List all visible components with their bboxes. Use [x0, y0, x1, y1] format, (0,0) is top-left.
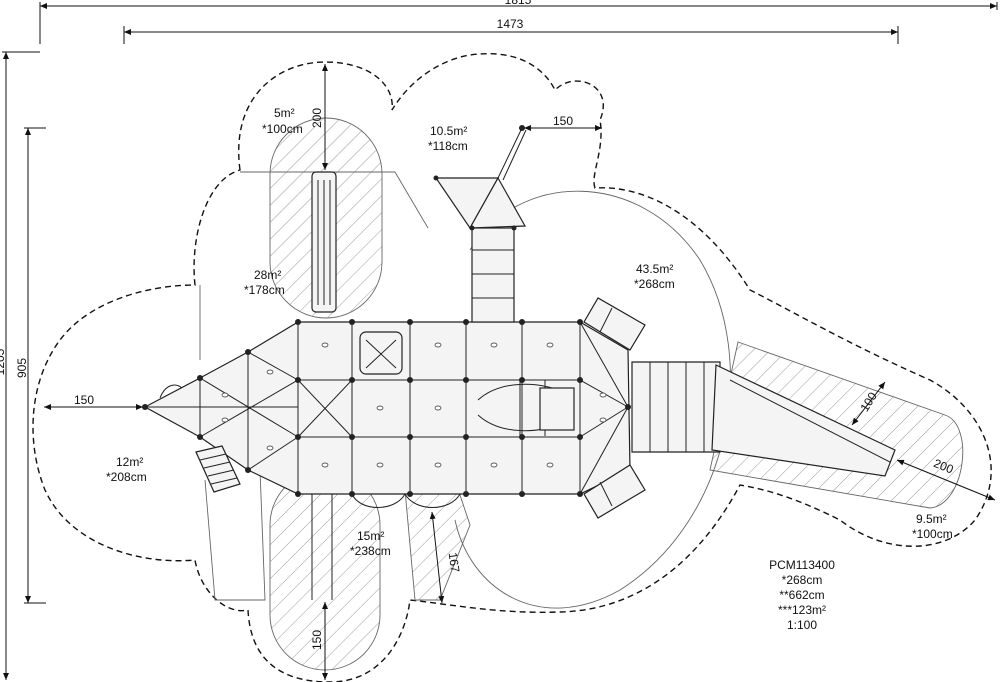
area-3-height: *178cm — [244, 283, 285, 297]
product-height: *268cm — [782, 573, 823, 587]
dimension-left-clearance: 150 — [44, 393, 143, 410]
product-info-block: PCM113400 *268cm **662cm ***123m² 1:100 — [769, 558, 835, 632]
drawing-scale: 1:100 — [787, 618, 817, 632]
dimension-overall-width: 1815 — [39, 0, 998, 44]
left-clearance-label: 150 — [74, 393, 94, 407]
deck-panel-grid — [145, 321, 629, 495]
area-4-size: 43.5m² — [636, 262, 673, 276]
area-2-size: 10.5m² — [430, 124, 467, 138]
dimension-overall-height: 1205 — [0, 51, 40, 680]
product-length: **662cm — [779, 588, 824, 602]
inner-height-label: 905 — [15, 358, 29, 378]
dimension-step-clearance: 167 — [429, 511, 463, 604]
area-1-size: 5m² — [274, 106, 295, 120]
area-label-2: 10.5m² *118cm — [428, 124, 468, 153]
net-platform — [539, 387, 575, 431]
dimension-inner-width: 1473 — [123, 17, 899, 44]
dimension-climber-clearance: 150 — [524, 114, 602, 131]
fall-zone-steps — [404, 479, 471, 601]
area-label-1: 5m² *100cm — [262, 106, 303, 136]
side-box-bottom — [583, 464, 646, 519]
area-5-size: 12m² — [116, 455, 143, 469]
area-4-height: *268cm — [634, 277, 675, 291]
play-structure — [142, 125, 896, 600]
step-clearance-label: 167 — [446, 552, 463, 574]
overall-width-label: 1815 — [505, 0, 532, 7]
fall-zone-guide-tower — [394, 171, 429, 229]
stairs — [195, 445, 241, 493]
climber-pole — [497, 127, 523, 179]
area-6-size: 15m² — [357, 529, 384, 543]
rope-net — [477, 378, 571, 438]
nose-rail — [159, 384, 183, 399]
area-label-6: 15m² *238cm — [350, 529, 391, 558]
fall-zone-stairs — [204, 469, 266, 601]
step-arches — [351, 492, 461, 508]
area-3-size: 28m² — [254, 268, 281, 282]
product-area: ***123m² — [778, 603, 826, 617]
panel-holes — [221, 342, 607, 468]
bottom-clearance-label: 150 — [310, 630, 324, 650]
tower-ladder — [471, 227, 515, 323]
tower-roof-right — [468, 176, 527, 229]
area-label-7: 9.5m² *100cm — [912, 512, 953, 541]
area-label-4: 43.5m² *268cm — [634, 262, 675, 291]
area-7-size: 9.5m² — [916, 512, 947, 526]
dimension-top-clearance: 200 — [310, 64, 328, 170]
overall-height-label: 1205 — [0, 348, 7, 375]
side-box-top — [583, 297, 646, 351]
area-label-3: 28m² *178cm — [244, 268, 285, 297]
area-5-height: *208cm — [106, 470, 147, 484]
top-clearance-label: 200 — [310, 108, 324, 128]
inner-width-label: 1473 — [497, 17, 524, 31]
main-deck-hull — [143, 321, 631, 495]
area-1-height: *100cm — [262, 122, 303, 136]
product-code: PCM113400 — [769, 558, 835, 572]
climber-clearance-label: 150 — [553, 114, 573, 128]
joint-nodes — [142, 175, 631, 497]
area-label-5: 12m² *208cm — [106, 455, 147, 484]
area-6-height: *238cm — [350, 544, 391, 558]
dimension-inner-height: 905 — [15, 127, 46, 604]
dimension-bottom-clearance: 150 — [310, 602, 328, 680]
area-2-height: *118cm — [428, 139, 468, 153]
area-7-height: *100cm — [912, 527, 953, 541]
tube-slide — [631, 361, 896, 477]
